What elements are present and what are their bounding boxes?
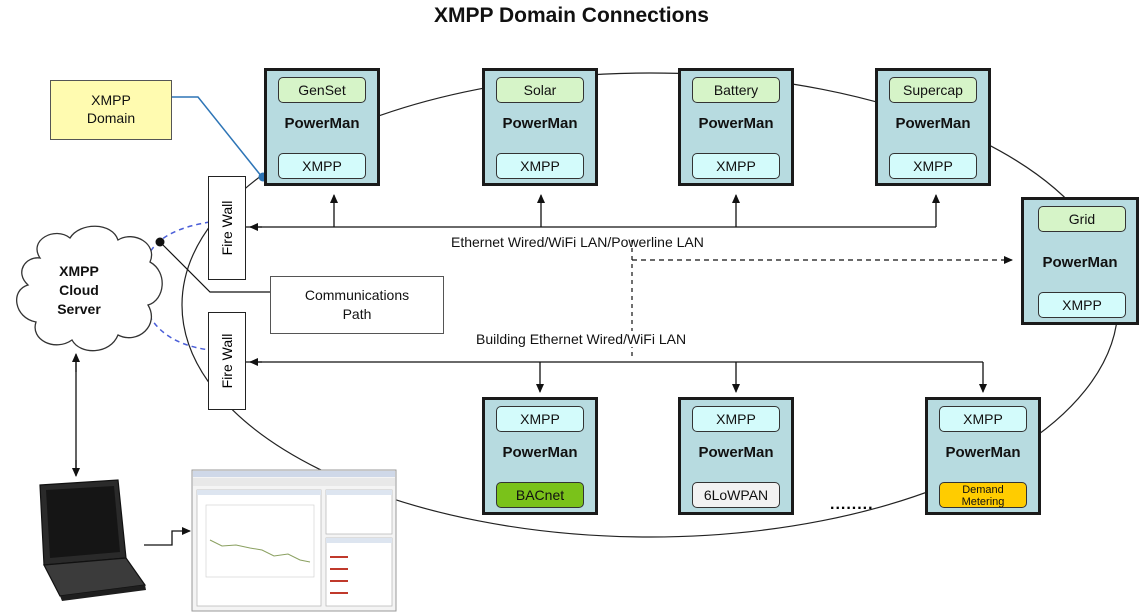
node-bacnet-xmpp: XMPP <box>496 406 584 432</box>
node-bacnet-protocol: BACnet <box>496 482 584 508</box>
more-nodes-ellipsis: ........ <box>830 496 874 513</box>
node-bacnet-powerman: PowerMan <box>502 444 578 461</box>
comm-path-connector <box>159 241 270 293</box>
node-battery-xmpp: XMPP <box>692 153 780 179</box>
node-supercap-xmpp: XMPP <box>889 153 977 179</box>
node-demand-metering: XMPP PowerMan Demand Metering <box>925 397 1041 515</box>
firewall-bottom: Fire Wall <box>208 312 246 410</box>
ethernet-lan-label: Ethernet Wired/WiFi LAN/Powerline LAN <box>451 234 704 250</box>
node-grid-powerman: PowerMan <box>1042 254 1118 271</box>
node-solar-source: Solar <box>496 77 584 103</box>
node-6lowpan-protocol: 6LoWPAN <box>692 482 780 508</box>
comm-path-box: Communications Path <box>270 276 444 334</box>
node-bacnet: XMPP PowerMan BACnet <box>482 397 598 515</box>
laptop-screen-link <box>144 527 191 546</box>
node-genset-xmpp: XMPP <box>278 153 366 179</box>
node-genset: GenSet PowerMan XMPP <box>264 68 380 186</box>
node-6lowpan-xmpp: XMPP <box>692 406 780 432</box>
node-grid-source: Grid <box>1038 206 1126 232</box>
diagram-title: XMPP Domain Connections <box>434 4 709 27</box>
node-battery-source: Battery <box>692 77 780 103</box>
cloud-label: XMPP Cloud Server <box>57 263 101 317</box>
node-solar-powerman: PowerMan <box>502 115 578 132</box>
node-supercap-powerman: PowerMan <box>895 115 971 132</box>
node-grid-xmpp: XMPP <box>1038 292 1126 318</box>
node-grid: Grid PowerMan XMPP <box>1021 197 1139 325</box>
node-supercap: Supercap PowerMan XMPP <box>875 68 991 186</box>
node-supercap-source: Supercap <box>889 77 977 103</box>
node-6lowpan: XMPP PowerMan 6LoWPAN <box>678 397 794 515</box>
laptop-icon <box>39 479 147 601</box>
node-genset-source: GenSet <box>278 77 366 103</box>
building-lan-label: Building Ethernet Wired/WiFi LAN <box>476 331 687 347</box>
node-battery-powerman: PowerMan <box>698 115 774 132</box>
domain-label-connector <box>172 96 263 178</box>
firewall-bottom-label: Fire Wall <box>219 333 235 389</box>
xmpp-domain-label: XMPP Domain <box>86 92 136 126</box>
node-solar: Solar PowerMan XMPP <box>482 68 598 186</box>
node-demand-powerman: PowerMan <box>945 444 1021 461</box>
node-solar-xmpp: XMPP <box>496 153 584 179</box>
firewall-top: Fire Wall <box>208 176 246 280</box>
node-6lowpan-powerman: PowerMan <box>698 444 774 461</box>
dashboard-screenshot <box>191 469 397 612</box>
xmpp-domain-label-box: XMPP Domain <box>50 80 172 140</box>
comm-path-label: Communications Path <box>304 287 410 322</box>
firewall-top-label: Fire Wall <box>219 200 235 256</box>
node-battery: Battery PowerMan XMPP <box>678 68 794 186</box>
node-demand-xmpp: XMPP <box>939 406 1027 432</box>
node-genset-powerman: PowerMan <box>284 115 360 132</box>
node-demand-protocol: Demand Metering <box>939 482 1027 508</box>
cloud-shape <box>16 225 163 352</box>
